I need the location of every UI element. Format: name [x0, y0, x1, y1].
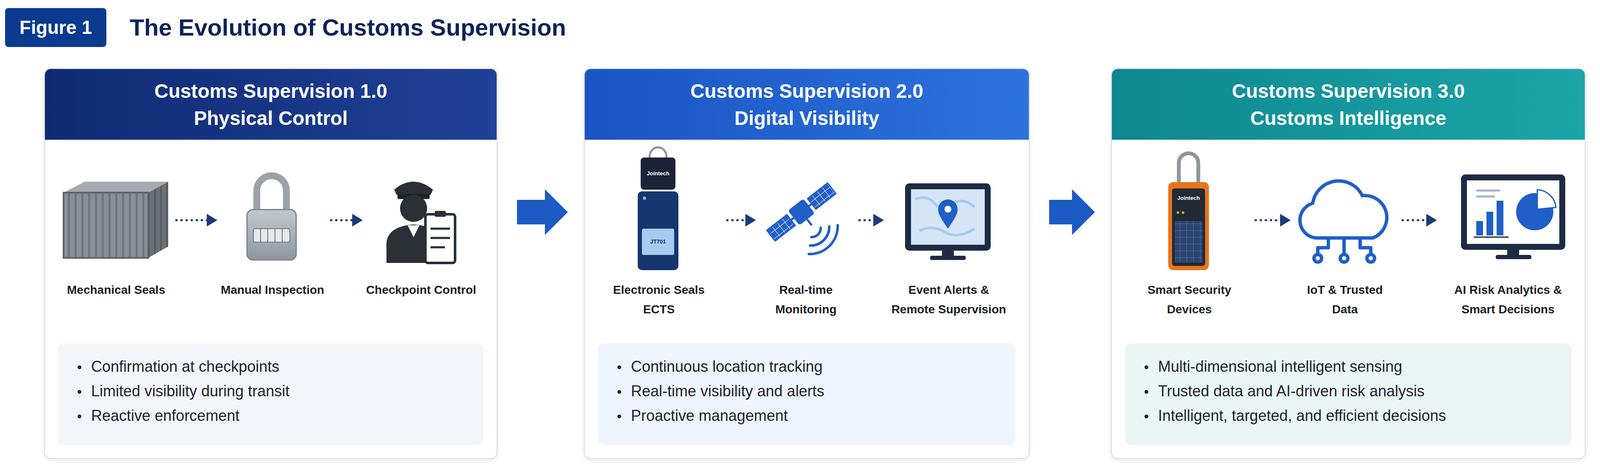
step-label-box: Mechanical Seals — [59, 280, 173, 300]
step-label: Event Alerts & Remote Supervision — [891, 283, 1007, 317]
step-label: Mechanical Seals — [66, 283, 166, 297]
diagram-title: The Evolution of Customs Supervision — [129, 12, 567, 43]
signal-waves — [808, 225, 838, 255]
bullet-text: Continuous location tracking — [614, 354, 999, 380]
icon-step: Mechanical Seals — [59, 149, 173, 300]
step-label: IoT & Trusted Data — [1307, 283, 1384, 317]
icon-step: Checkpoint Control — [362, 149, 480, 300]
dotted-arrow — [727, 219, 752, 222]
panel-header: Customs Supervision 2.0Digital Visibilit… — [584, 69, 1029, 140]
dotted-arrow — [1255, 219, 1287, 222]
step-label-box: Real-time Monitoring — [759, 280, 853, 320]
officer — [386, 181, 456, 264]
step-label: Checkpoint Control — [366, 283, 477, 297]
icon-step: AI Risk Analytics & Smart Decisions — [1436, 149, 1580, 320]
panel-header: Customs Supervision 3.0Customs Intellige… — [1111, 69, 1585, 140]
stage-panel: Customs Supervision 3.0Customs Intellige… — [1111, 68, 1586, 460]
padlock — [247, 175, 297, 261]
icon-area — [755, 149, 856, 281]
step-label: Electronic Seals ECTS — [613, 283, 705, 317]
dotted-arrow — [859, 219, 880, 222]
electronic-seal — [637, 147, 679, 271]
shipping-container — [63, 181, 169, 259]
icon-area — [362, 149, 480, 281]
step-label-box: Electronic Seals ECTS — [597, 280, 721, 320]
icon-area — [1436, 149, 1580, 281]
dotted-arrow — [1402, 219, 1433, 222]
step-label: AI Risk Analytics & Smart Decisions — [1454, 283, 1562, 317]
bullet-text: Confirmation at checkpoints — [75, 354, 467, 380]
stage-panel: Customs Supervision 1.0Physical ControlM… — [44, 68, 498, 460]
analytics-monitor — [1461, 174, 1566, 260]
stage-panel: Customs Supervision 2.0Digital Visibilit… — [583, 68, 1030, 460]
bullet-text: Intelligent, targeted, and efficient dec… — [1141, 403, 1555, 429]
satellite — [765, 180, 843, 250]
bullet-box: Continuous location trackingReal-time vi… — [597, 343, 1016, 446]
badge-text: Figure 1 — [19, 16, 92, 38]
figure-badge: Figure 1 — [5, 8, 107, 48]
step-label-box: Checkpoint Control — [362, 280, 480, 300]
step-label-box: IoT & Trusted Data — [1294, 280, 1396, 320]
icon-area — [217, 149, 328, 281]
smart-security-device — [1168, 153, 1209, 271]
icon-area — [1290, 149, 1400, 281]
device-label: Jointech — [646, 170, 670, 178]
dotted-arrow — [176, 219, 214, 222]
bullet-box: Multi-dimensional intelligent sensingTru… — [1125, 343, 1572, 446]
panel-header: Customs Supervision 1.0Physical Control — [44, 69, 497, 140]
step-label: Manual Inspection — [220, 283, 325, 297]
bullet-text: Proactive management — [614, 403, 999, 429]
bullet-text: Limited visibility during transit — [75, 379, 467, 404]
dotted-arrow — [330, 219, 359, 222]
bullet-box: Confirmation at checkpointsLimited visib… — [58, 343, 484, 446]
step-label: Real-time Monitoring — [775, 283, 837, 317]
step-label-box: AI Risk Analytics & Smart Decisions — [1440, 280, 1576, 320]
stage-arrow — [1049, 189, 1095, 236]
stage-arrow — [516, 189, 568, 236]
panel-subtitle: Customs Intelligence — [1250, 104, 1447, 132]
icon-step: Event Alerts & Remote Supervision — [883, 149, 1014, 320]
bullet-text: Reactive enforcement — [75, 403, 467, 429]
step-label-box: Smart Security Devices — [1130, 280, 1249, 320]
icon-step: IoT & Trusted Data — [1290, 149, 1400, 320]
icon-area — [594, 149, 724, 281]
step-label-box: Event Alerts & Remote Supervision — [887, 280, 1011, 320]
icon-area — [883, 149, 1014, 281]
panel-title: Customs Supervision 2.0 — [690, 77, 924, 105]
icon-step: Manual Inspection — [217, 149, 328, 300]
iot-cloud — [1300, 180, 1387, 263]
panel-subtitle: Digital Visibility — [734, 104, 880, 132]
step-label: Smart Security Devices — [1147, 283, 1232, 317]
bullet-text: Trusted data and AI-driven risk analysis — [1141, 379, 1555, 404]
device-label: Jointech — [1177, 194, 1200, 202]
step-label-box: Manual Inspection — [217, 280, 328, 300]
icon-area — [1126, 149, 1253, 281]
panel-title: Customs Supervision 1.0 — [154, 77, 388, 105]
panel-title: Customs Supervision 3.0 — [1231, 77, 1465, 105]
bullet-text: Multi-dimensional intelligent sensing — [1141, 354, 1555, 380]
icon-area — [59, 149, 173, 281]
icon-step: Real-time Monitoring — [755, 149, 856, 320]
bullet-text: Real-time visibility and alerts — [614, 379, 999, 404]
map-monitor — [905, 183, 991, 261]
device-label: JT701 — [650, 238, 667, 246]
panel-subtitle: Physical Control — [194, 104, 348, 132]
icon-step: Smart Security Devices — [1126, 149, 1253, 320]
